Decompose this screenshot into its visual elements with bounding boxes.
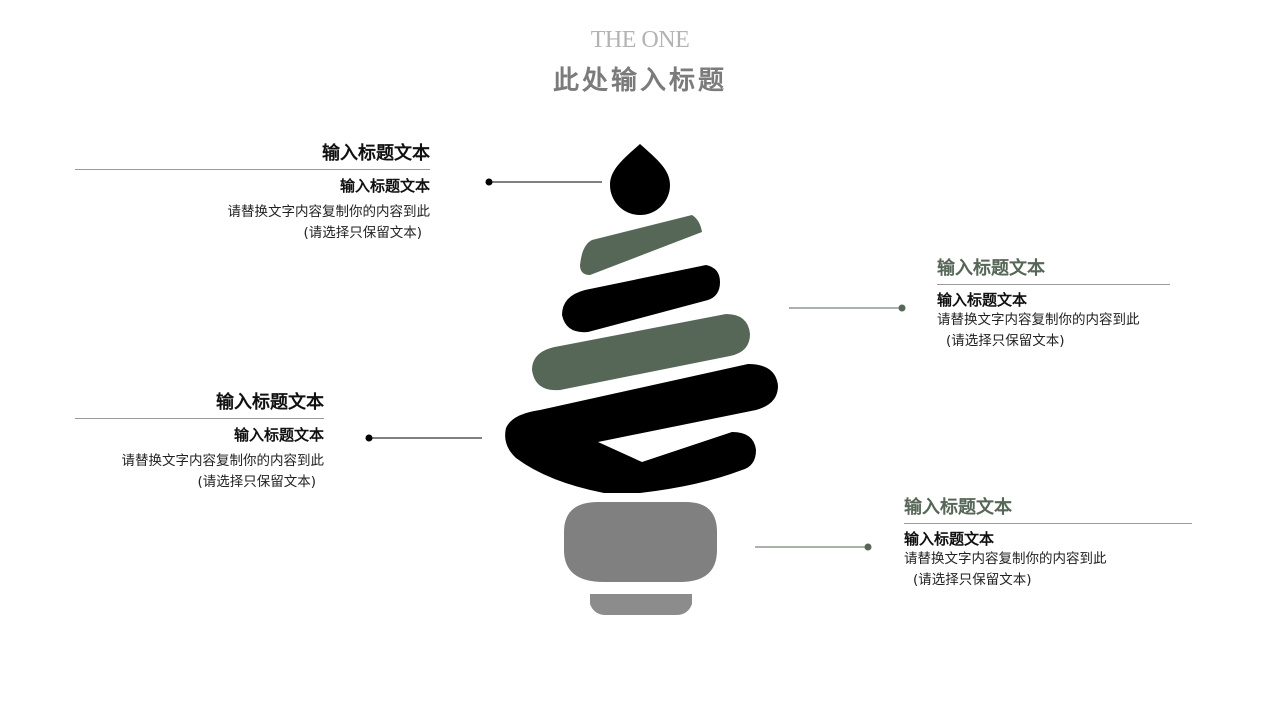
block-3-title: 输入标题文本 <box>216 392 324 413</box>
block-2-divider <box>937 284 1170 285</box>
connector-dot-3 <box>365 434 373 442</box>
page-title: 此处输入标题 <box>552 66 727 96</box>
block-2-body-line-1: 请替换文字内容复制你的内容到此 <box>937 312 1140 328</box>
block-2-title: 输入标题文本 <box>937 258 1045 279</box>
block-3-divider <box>75 418 324 419</box>
text-block-4: 输入标题文本 输入标题文本 请替换文字内容复制你的内容到此 (请选择只保留文本) <box>904 497 1192 591</box>
block-3-body-line-1: 请替换文字内容复制你的内容到此 <box>121 453 325 469</box>
connector-dot-4 <box>864 543 872 551</box>
block-1-divider <box>75 169 430 170</box>
block-3-subtitle: 输入标题文本 <box>233 426 324 444</box>
block-1-title: 输入标题文本 <box>322 143 430 164</box>
block-4-divider <box>904 523 1192 524</box>
spiral-band-2 <box>562 265 720 333</box>
text-block-1: 输入标题文本 输入标题文本 请替换文字内容复制你的内容到此 (请选择只保留文本) <box>75 143 430 244</box>
block-1-body-line-2: (请选择只保留文本) <box>303 225 422 241</box>
block-4-subtitle: 输入标题文本 <box>904 530 995 548</box>
block-1-body-line-1: 请替换文字内容复制你的内容到此 <box>227 204 431 220</box>
spiral-band-1 <box>580 215 702 275</box>
header-subtitle: THE ONE <box>590 27 690 53</box>
text-block-2: 输入标题文本 输入标题文本 请替换文字内容复制你的内容到此 (请选择只保留文本) <box>937 258 1170 352</box>
spiral-band-4 <box>505 364 778 493</box>
connector-dot-1 <box>485 178 493 186</box>
text-block-3: 输入标题文本 输入标题文本 请替换文字内容复制你的内容到此 (请选择只保留文本) <box>75 392 324 493</box>
connector-dot-2 <box>898 304 906 312</box>
block-4-title: 输入标题文本 <box>904 497 1012 518</box>
block-4-body-line-2: (请选择只保留文本) <box>913 572 1032 588</box>
block-3-body-line-2: (请选择只保留文本) <box>197 474 316 490</box>
bulb-cap <box>590 594 692 615</box>
bulb-base <box>564 502 717 582</box>
block-4-body-line-1: 请替换文字内容复制你的内容到此 <box>904 551 1107 567</box>
block-1-subtitle: 输入标题文本 <box>339 177 430 195</box>
spiral-band-3 <box>532 314 750 391</box>
block-2-body-line-2: (请选择只保留文本) <box>946 333 1065 349</box>
drop-shape <box>610 144 670 215</box>
block-2-subtitle: 输入标题文本 <box>937 291 1028 309</box>
